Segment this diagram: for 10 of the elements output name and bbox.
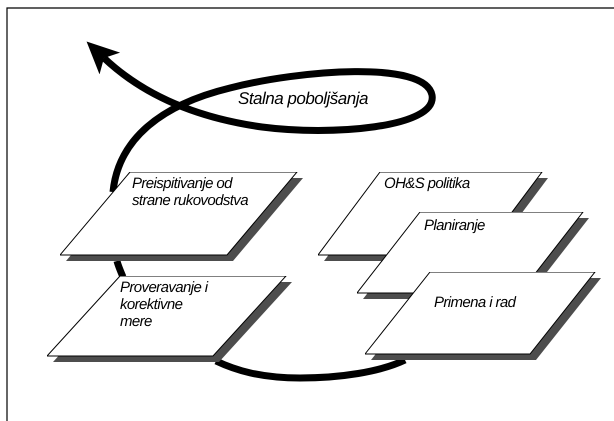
parallelogram-card bbox=[365, 272, 601, 360]
card-title: Preispitivanje od strane rukovodstva bbox=[132, 175, 249, 209]
parallelogram-card bbox=[47, 276, 292, 362]
card-title: OH&S politika bbox=[384, 175, 471, 192]
curved-arrow bbox=[86, 42, 436, 193]
card-title: Proveravanje i korektivne mere bbox=[120, 279, 210, 330]
card-title: Planiranje bbox=[424, 217, 486, 234]
cycle-label: Stalna poboljšanja bbox=[238, 88, 368, 110]
parallelogram-card bbox=[60, 172, 303, 261]
card-title: Primena i rad bbox=[434, 294, 518, 311]
